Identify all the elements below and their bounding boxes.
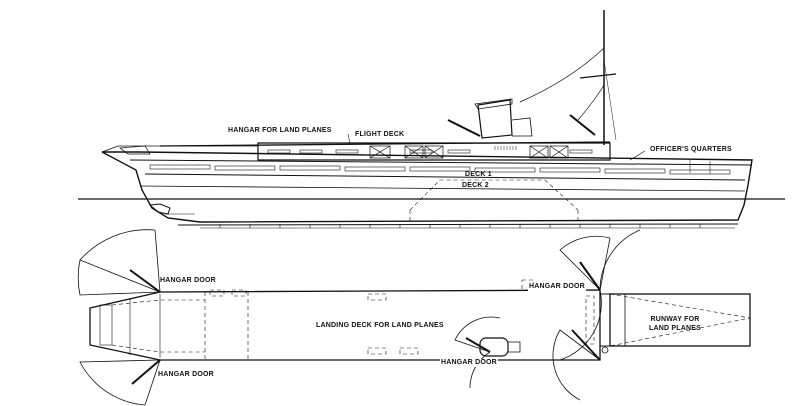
officers-quarters-leader — [629, 150, 646, 161]
label-flight-deck: FLIGHT DECK — [355, 131, 405, 138]
vent-marks — [494, 146, 517, 150]
bridge-deck — [474, 98, 513, 110]
label-deck-2: DECK 2 — [462, 182, 489, 189]
label-runway-line-2: LAND PLANES — [649, 325, 701, 332]
flight-deck-line — [159, 141, 611, 147]
label-officers-quarters: OFFICER'S QUARTERS — [650, 146, 732, 153]
label-hangar-for-land-planes: HANGAR FOR LAND PLANES — [228, 127, 332, 134]
door-leaves — [129, 261, 601, 385]
label-hangar-door-top-right: HANGAR DOOR — [528, 283, 586, 291]
label-hangar-door-mid: HANGAR DOOR — [440, 359, 498, 367]
flight-deck-leader — [347, 133, 351, 145]
keel-ticks — [219, 224, 701, 228]
side-elevation — [78, 10, 785, 229]
stern-rudder — [148, 203, 171, 215]
rigging-right — [577, 84, 605, 121]
bow-structure — [119, 145, 151, 155]
plan-dashed-lines — [111, 279, 751, 360]
door-swing-arcs — [77, 229, 641, 406]
hull-details — [165, 160, 711, 215]
hangar-door-panels — [369, 145, 569, 159]
label-deck-1: DECK 1 — [465, 171, 492, 178]
hangar-windows — [267, 149, 593, 154]
internal-dashed-lines — [409, 179, 579, 222]
runway-box — [609, 293, 751, 347]
plan-view — [77, 229, 751, 406]
boom-left — [447, 119, 481, 137]
bridge-footprint — [479, 337, 509, 357]
rigging-curve — [519, 47, 605, 103]
label-hangar-door-bottom-left: HANGAR DOOR — [158, 371, 214, 378]
mast-footprint — [601, 346, 609, 354]
bridge-tower — [477, 99, 513, 139]
hull-outline — [101, 151, 753, 223]
label-runway-line-1: RUNWAY FOR — [650, 316, 700, 323]
bow-rail — [101, 145, 258, 153]
mast-yard — [579, 73, 617, 79]
label-landing-deck: LANDING DECK FOR LAND PLANES — [316, 322, 444, 329]
boom-right — [569, 114, 596, 136]
lower-hull-band — [177, 223, 739, 226]
label-hangar-door-top-left: HANGAR DOOR — [160, 277, 216, 284]
stern-plan-detail — [99, 294, 161, 358]
bridge-wing — [511, 117, 533, 137]
rigging-line — [603, 59, 617, 141]
deck-2-line — [139, 185, 746, 192]
bridge-footprint-detail — [508, 341, 521, 353]
main-deck-line — [129, 159, 753, 166]
porthole-row — [149, 164, 731, 175]
deck-1-line — [144, 173, 746, 181]
